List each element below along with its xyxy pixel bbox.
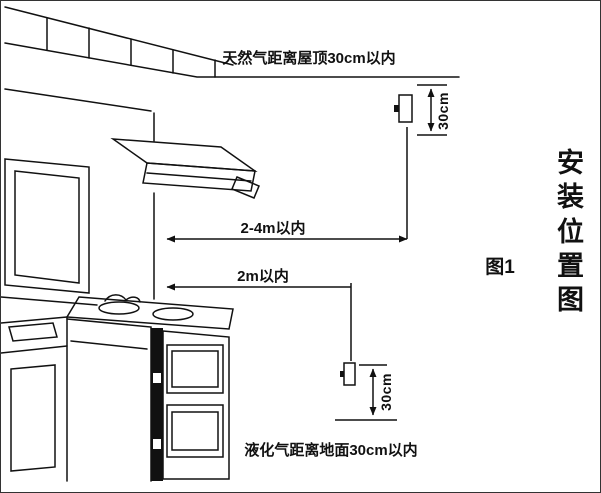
oven-handle-strip: [151, 328, 163, 481]
window-outer-frame: [4, 158, 90, 294]
window-inner-frame: [14, 170, 80, 284]
range-hood-front: [142, 162, 256, 192]
detector-mount-mark: [340, 371, 344, 377]
detector-mount-mark: [394, 105, 399, 112]
cabinet-door: [10, 364, 56, 472]
floor-rule-label: 液化气距离地面30cm以内: [244, 441, 417, 459]
pan-on-burner: [104, 294, 141, 303]
kitchen-linework: [1, 6, 460, 482]
tile-band-top-edge: [4, 6, 234, 66]
counter-back-edge: [1, 316, 68, 324]
ceiling-rule-label: 天然气距离屋顶30cm以内: [222, 49, 395, 67]
burner-right: [152, 307, 194, 321]
height-rule-label: 2m以内: [237, 267, 289, 285]
dimension-lines: [166, 84, 447, 421]
natural-gas-detector: [398, 94, 413, 123]
figure-title-vertical: 安 装 位 置 图: [557, 149, 584, 315]
oven-lower-window: [171, 411, 219, 451]
soffit-edge: [4, 88, 152, 112]
sink-basin: [8, 322, 58, 342]
oven-left-face: [66, 318, 152, 482]
dim-label-30cm-top: 30cm: [435, 92, 451, 130]
lpg-detector: [343, 362, 356, 386]
dim-label-30cm-bottom: 30cm: [378, 373, 394, 411]
window-sill: [1, 296, 98, 306]
title-char: 置: [557, 251, 584, 282]
ceiling-line: [4, 42, 460, 78]
oven-upper-window: [171, 350, 219, 388]
range-hood-trim: [146, 172, 252, 182]
range-rule-label: 2-4m以内: [240, 219, 305, 237]
range-hood-lamp: [231, 176, 260, 199]
title-char: 位: [557, 216, 584, 247]
oven-handle-gap: [153, 373, 161, 383]
drawer-line: [70, 340, 148, 350]
title-char: 装: [557, 182, 584, 213]
title-char: 图: [557, 285, 584, 316]
figure-caption: 图1: [485, 256, 515, 278]
burner-left: [98, 301, 140, 315]
stove-top-slab: [65, 296, 234, 330]
oven-lower-door: [166, 404, 224, 458]
oven-upper-door: [166, 344, 224, 394]
oven-handle-gap: [153, 439, 161, 449]
counter-front-edge: [1, 345, 68, 354]
title-char: 安: [557, 148, 584, 178]
